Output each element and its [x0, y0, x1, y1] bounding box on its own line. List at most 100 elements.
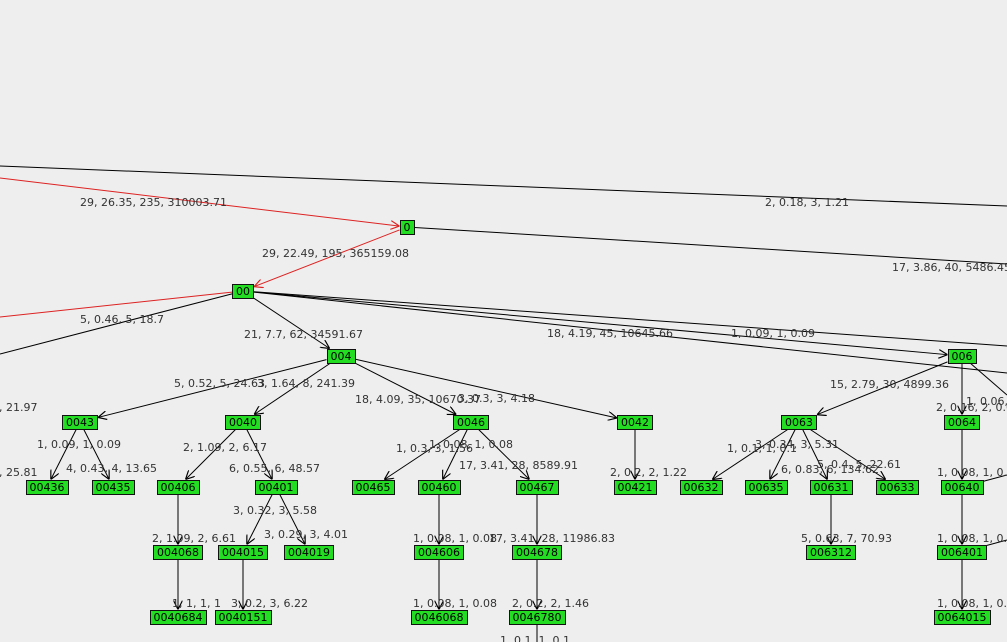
tree-node-00635[interactable]: 00635 — [744, 479, 788, 495]
tree-node-004606[interactable]: 004606 — [414, 544, 464, 560]
tree-node-004068[interactable]: 004068 — [153, 544, 203, 560]
edge-label-e26: 1, 0.1, 1, 0.1 — [727, 442, 797, 455]
tree-node-00467[interactable]: 00467 — [515, 479, 559, 495]
tree-node-0046780[interactable]: 0046780 — [508, 609, 566, 625]
tree-node-00460[interactable]: 00460 — [417, 479, 461, 495]
edge-label-e36: 5, 0.63, 7, 70.93 — [801, 532, 892, 545]
edge-line-e28 — [802, 429, 828, 480]
edge-line-e21 — [246, 429, 272, 480]
edge-line-e24 — [478, 429, 530, 480]
tree-node-0064015[interactable]: 0064015 — [933, 609, 991, 625]
edge-label-e12: 3, 1.64, 8, 241.39 — [257, 377, 355, 390]
tree-node-00633[interactable]: 00633 — [875, 479, 919, 495]
tree-node-00640[interactable]: 00640 — [940, 479, 984, 495]
edge-label-e29: 5, 0.4, 5, 22.61 — [817, 458, 901, 471]
edge-label-e28: 6, 0.83, 6, 134.62 — [781, 463, 879, 476]
tree-node-0040151[interactable]: 0040151 — [214, 609, 272, 625]
tree-node-004[interactable]: 004 — [326, 348, 356, 364]
tree-node-0[interactable]: 0 — [399, 219, 415, 235]
edge-label-e38: 1, 1, 1, 1 — [172, 597, 221, 610]
edge-label-e42: 1, 0.08, 1, 0.0 — [937, 597, 1007, 610]
edge-label-e39: 3, 0.2, 3, 6.22 — [231, 597, 308, 610]
edge-label-e2: 29, 22.49, 195, 365159.08 — [262, 247, 409, 260]
edge-label-e37: 1, 0.08, 1, 0.0 — [937, 532, 1007, 545]
tree-node-00436[interactable]: 00436 — [25, 479, 69, 495]
edge-label-e19: 4, 0.43, 4, 13.65 — [66, 462, 157, 475]
edge-line-e2 — [254, 229, 400, 287]
edge-label-e5: 2, 0.18, 3, 1.21 — [765, 196, 849, 209]
tree-node-0040684[interactable]: 0040684 — [149, 609, 207, 625]
edge-line-e46 — [983, 474, 1007, 482]
tree-node-0064[interactable]: 0064 — [944, 414, 980, 430]
edge-label-e27: 3, 0.34, 3, 5.31 — [755, 438, 839, 451]
tree-node-006312[interactable]: 006312 — [806, 544, 856, 560]
edge-label-e16: 2, 0.16, 2, 0.6 — [936, 401, 1007, 414]
tree-node-004015[interactable]: 004015 — [218, 544, 268, 560]
edge-line-e9 — [253, 291, 948, 355]
tree-node-00632[interactable]: 00632 — [679, 479, 723, 495]
edge-label-e24: 17, 3.41, 28, 8589.91 — [459, 459, 578, 472]
tree-node-004019[interactable]: 004019 — [284, 544, 334, 560]
edge-line-e47 — [986, 539, 1007, 546]
tree-node-00435[interactable]: 00435 — [91, 479, 135, 495]
edge-line-e3 — [0, 291, 233, 318]
edge-line-e8 — [253, 297, 330, 348]
edge-label-e41: 2, 0.2, 2, 1.46 — [512, 597, 589, 610]
edge-label-e25: 2, 0.2, 2, 1.22 — [610, 466, 687, 479]
tree-node-00421[interactable]: 00421 — [613, 479, 657, 495]
edge-line-e1 — [0, 177, 400, 226]
edge-line-e15 — [817, 361, 948, 415]
tree-node-0042[interactable]: 0042 — [617, 414, 653, 430]
edge-label-e43: 1, 0.1, 1, 0.1 — [500, 634, 570, 642]
edge-line-e20 — [186, 429, 236, 480]
edge-line-e12 — [254, 363, 331, 415]
edge-label-e9: 18, 4.19, 45, 10645.66 — [547, 327, 673, 340]
edge-line-e22 — [384, 429, 460, 480]
edge-line-e19 — [83, 429, 109, 480]
edge-line-e27 — [770, 429, 796, 480]
tree-node-004678[interactable]: 004678 — [512, 544, 562, 560]
edge-label-e22: 1, 0.3, 3, 1.56 — [396, 442, 473, 455]
tree-node-0046[interactable]: 0046 — [453, 414, 489, 430]
tree-node-00631[interactable]: 00631 — [809, 479, 853, 495]
edge-label-e10: 1, 0.09, 1, 0.09 — [731, 327, 815, 340]
tree-node-006[interactable]: 006 — [947, 348, 977, 364]
edge-line-e29 — [810, 429, 885, 480]
edge-label-e11: 5, 0.52, 5, 24.63 — [174, 377, 265, 390]
edge-label-e45: 5, 25.81 — [0, 466, 38, 479]
edge-label-e17: 1, 0.06, — [966, 395, 1007, 408]
tree-node-00401[interactable]: 00401 — [254, 479, 298, 495]
edge-label-e40: 1, 0.08, 1, 0.08 — [413, 597, 497, 610]
edge-line-e4 — [0, 165, 1007, 207]
tree-node-00465[interactable]: 00465 — [351, 479, 395, 495]
edge-label-e30: 1, 0.08, 1, 0.0 — [937, 466, 1007, 479]
edge-label-e13: 18, 4.09, 35, 10670.37 — [355, 393, 481, 406]
edge-label-e33: 3, 0.29, 3, 4.01 — [264, 528, 348, 541]
edge-label-e44: 5, 21.97 — [0, 401, 38, 414]
edge-line-e14 — [355, 358, 618, 418]
edge-line-e13 — [355, 362, 457, 414]
edge-label-e14: 3, 0.3, 3, 4.18 — [458, 392, 535, 405]
edge-line-e6 — [253, 291, 1007, 347]
edge-label-e18: 1, 0.09, 1, 0.09 — [37, 438, 121, 451]
tree-node-00[interactable]: 00 — [232, 283, 254, 299]
tree-node-006401[interactable]: 006401 — [937, 544, 987, 560]
edge-label-e7: 5, 0.46, 5, 18.7 — [80, 313, 164, 326]
edge-line-e32 — [247, 494, 273, 545]
tree-node-0046068[interactable]: 0046068 — [410, 609, 468, 625]
tree-node-0043[interactable]: 0043 — [62, 414, 98, 430]
edge-line-e33 — [279, 494, 305, 545]
edge-label-e20: 2, 1.09, 2, 6.17 — [183, 441, 267, 454]
edge-line-e10 — [253, 291, 1007, 374]
tree-node-0063[interactable]: 0063 — [781, 414, 817, 430]
edge-line-e5 — [414, 226, 1007, 265]
edge-line-e7 — [0, 293, 233, 355]
tree-node-00406[interactable]: 00406 — [156, 479, 200, 495]
edge-label-e15: 15, 2.79, 30, 4899.36 — [830, 378, 949, 391]
tree-node-0040[interactable]: 0040 — [225, 414, 261, 430]
edge-label-e8: 21, 7.7, 62, 34591.67 — [244, 328, 363, 341]
edge-label-e21: 6, 0.55, 6, 48.57 — [229, 462, 320, 475]
edge-line-e17 — [970, 363, 1007, 396]
